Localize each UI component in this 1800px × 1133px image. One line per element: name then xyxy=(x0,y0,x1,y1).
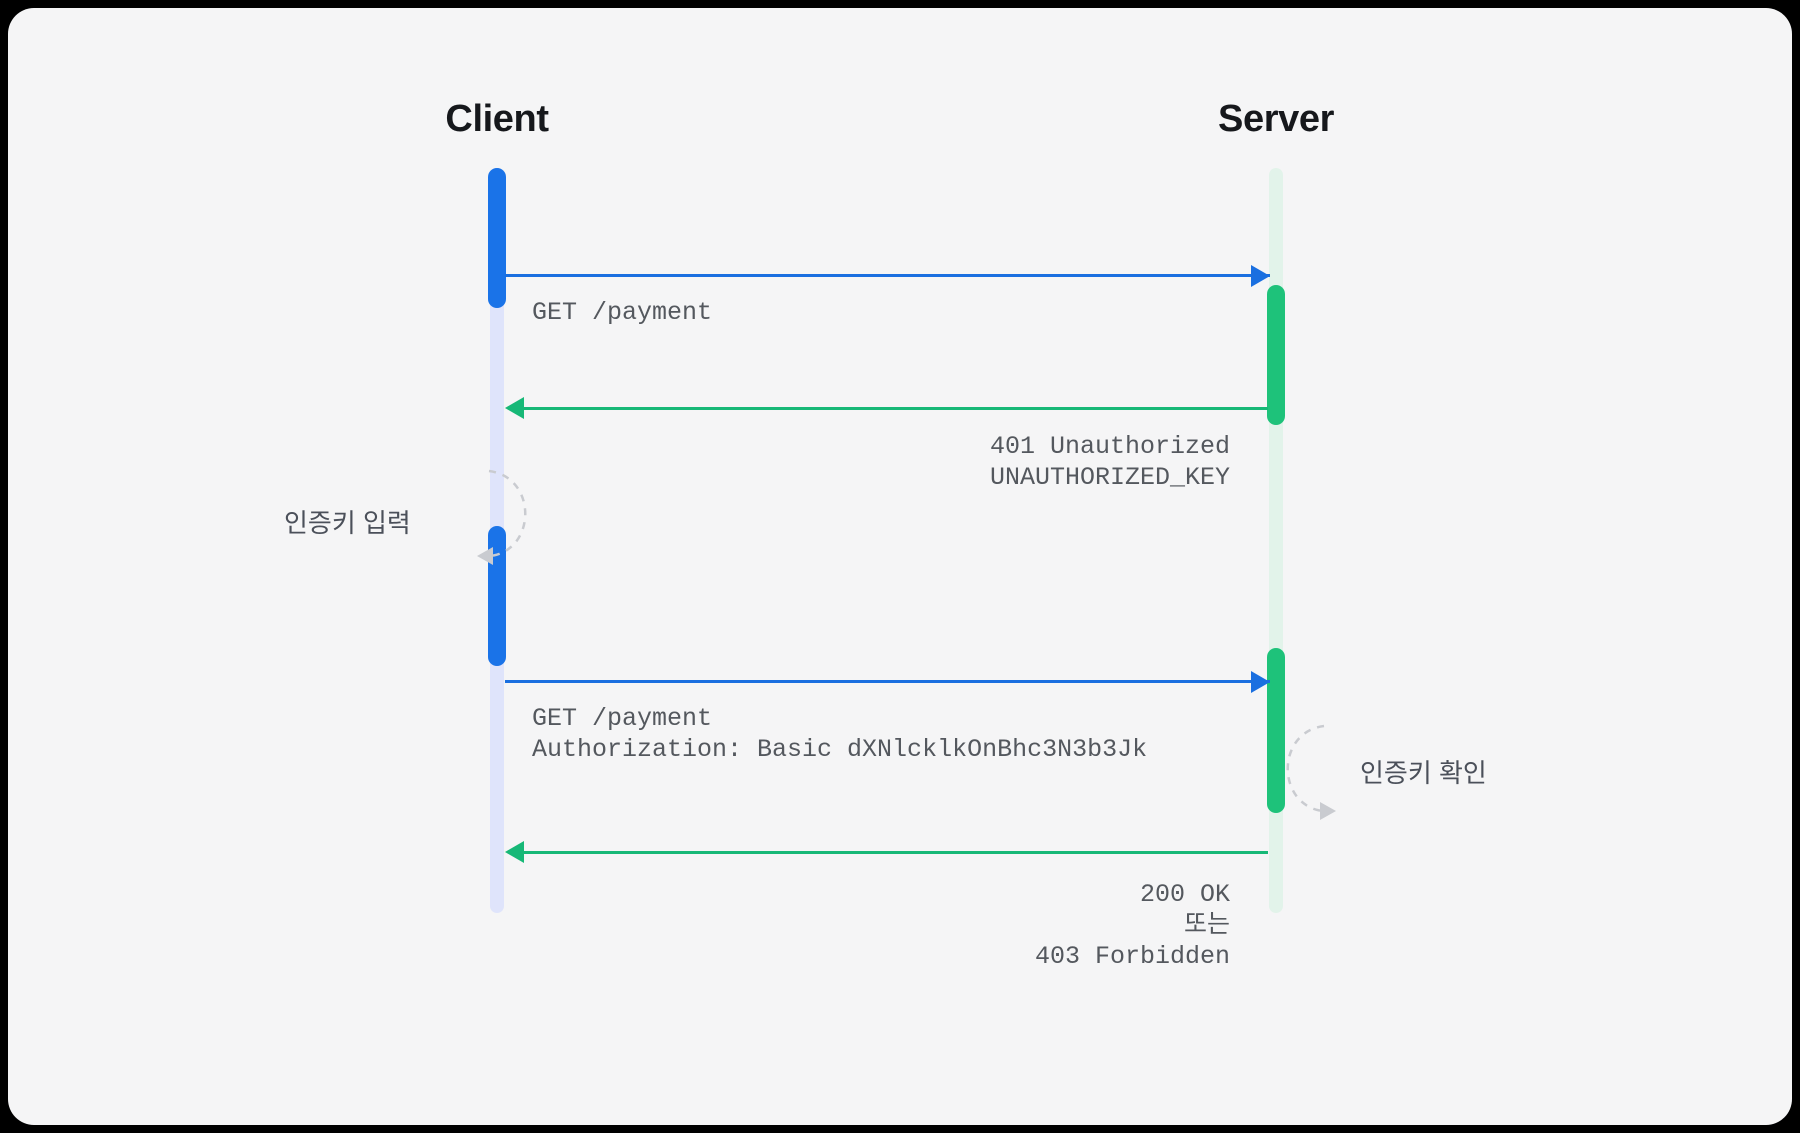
message-label-request-1: GET /payment xyxy=(532,298,713,327)
self-loop-path-server xyxy=(1286,724,1325,813)
activation-bar-server-2 xyxy=(1267,648,1285,813)
message-arrow-response-2 xyxy=(516,851,1268,854)
message-label-request-2: GET /payment Authorization: Basic dXNlck… xyxy=(532,704,1148,764)
message-label-response-2: 200 OK 또는 403 Forbidden xyxy=(1034,880,1230,971)
actor-label-server: Server xyxy=(1218,98,1334,140)
self-loop-arc-client xyxy=(477,469,527,565)
self-loop-arrowhead-icon-server xyxy=(1320,802,1336,820)
self-loop-arrowhead-icon-client xyxy=(477,547,493,565)
self-loop-label-client: 인증키 입력 xyxy=(284,508,411,538)
activation-bar-server-1 xyxy=(1267,285,1285,425)
self-loop-arc-server xyxy=(1286,724,1336,820)
message-arrow-request-1 xyxy=(505,274,1270,277)
sequence-diagram: Client Server GET /payment 401 Unauthori… xyxy=(8,8,1792,1125)
self-loop-path-client xyxy=(488,469,527,558)
arrowhead-right-icon-request-2 xyxy=(1251,671,1270,693)
arrowhead-left-icon-response-2 xyxy=(505,841,524,863)
activation-bar-client-1 xyxy=(488,168,506,308)
message-arrow-response-1 xyxy=(516,407,1268,410)
message-arrow-request-2 xyxy=(505,680,1270,683)
arrowhead-left-icon-response-1 xyxy=(505,397,524,419)
actor-label-client: Client xyxy=(445,98,549,140)
self-loop-label-server: 인증키 확인 xyxy=(1360,758,1487,788)
arrowhead-right-icon-request-1 xyxy=(1251,265,1270,287)
message-label-response-1: 401 Unauthorized UNAUTHORIZED_KEY xyxy=(989,432,1230,492)
diagram-canvas: Client Server GET /payment 401 Unauthori… xyxy=(8,8,1792,1125)
